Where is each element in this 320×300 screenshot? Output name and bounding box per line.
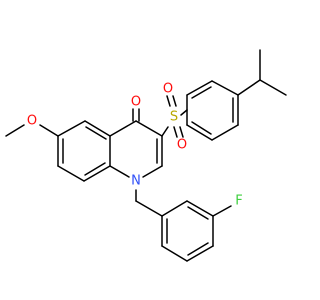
bond bbox=[57, 120, 86, 137]
atom-labels: O O S O O N F bbox=[27, 82, 243, 209]
bond bbox=[83, 165, 111, 182]
bond bbox=[39, 124, 59, 137]
bond bbox=[135, 200, 163, 217]
bond bbox=[211, 124, 239, 141]
bond bbox=[161, 245, 188, 262]
bond bbox=[135, 120, 163, 137]
bond bbox=[237, 79, 261, 96]
atom-label-sulfonyl-oxygen-top: O bbox=[163, 82, 173, 97]
bond bbox=[173, 126, 178, 138]
atom-label-fluorine: F bbox=[235, 194, 242, 209]
bond bbox=[84, 162, 106, 176]
atom-label-nitrogen: N bbox=[131, 174, 141, 189]
bond bbox=[172, 95, 177, 107]
bond bbox=[186, 245, 214, 262]
bond bbox=[57, 165, 85, 182]
bond bbox=[180, 109, 188, 116]
molecule-structure: O O S O O N F bbox=[5, 49, 287, 262]
bond bbox=[85, 126, 107, 140]
bond bbox=[186, 80, 213, 96]
bond bbox=[5, 124, 25, 137]
bond bbox=[161, 200, 188, 217]
bond bbox=[84, 120, 111, 137]
bond bbox=[187, 206, 209, 220]
atom-label-methoxy-oxygen: O bbox=[27, 114, 37, 129]
bond bbox=[161, 126, 169, 137]
bond bbox=[191, 86, 212, 99]
bonds bbox=[5, 49, 287, 262]
bond bbox=[109, 120, 137, 137]
bond bbox=[212, 205, 232, 217]
bond bbox=[211, 80, 239, 96]
bond bbox=[186, 124, 213, 141]
bond bbox=[259, 79, 287, 96]
bond bbox=[109, 165, 130, 178]
bond bbox=[166, 95, 171, 107]
atom-label-carbonyl-oxygen: O bbox=[131, 95, 141, 110]
atom-label-sulfonyl-oxygen-bottom: O bbox=[177, 138, 187, 153]
bond bbox=[191, 121, 212, 135]
bond bbox=[187, 242, 209, 256]
bond bbox=[142, 165, 163, 178]
bond bbox=[179, 126, 184, 138]
atom-label-sulfur: S bbox=[170, 110, 178, 125]
bond bbox=[186, 200, 214, 217]
